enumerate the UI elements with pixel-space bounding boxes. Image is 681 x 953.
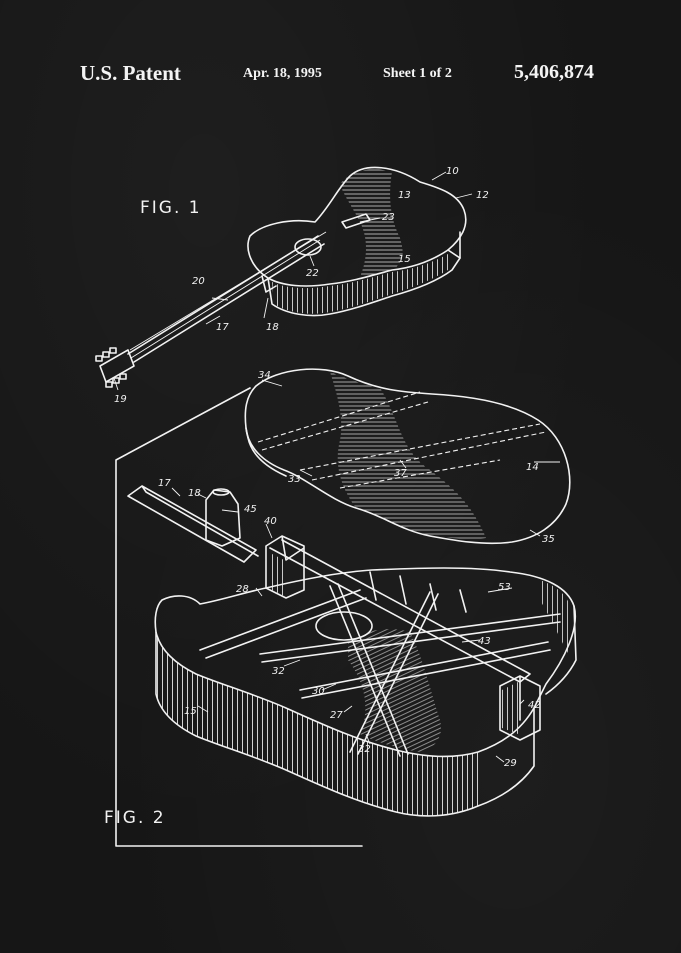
fig2-ref-35: 35 bbox=[542, 534, 555, 545]
fig2-ref-33: 33 bbox=[288, 474, 301, 485]
fig2-braces bbox=[199, 571, 561, 757]
patent-sheet: Sheet 1 of 2 bbox=[383, 66, 452, 81]
patent-date: Apr. 18, 1995 bbox=[243, 66, 322, 81]
fig2-label: FIG. 2 bbox=[104, 808, 166, 828]
fig2-leader-lines bbox=[171, 379, 560, 763]
fig2-body-rim bbox=[154, 567, 576, 758]
fig2-soundboard-shading bbox=[330, 372, 486, 539]
fig2-ref-45: 45 bbox=[244, 504, 257, 515]
fig1-ref-22: 22 bbox=[306, 268, 319, 279]
fig2-ref-17: 17 bbox=[158, 478, 171, 489]
figure-1: FIG. 1 10 12 13 15 23 bbox=[95, 166, 489, 405]
fig2-ref-43: 43 bbox=[478, 636, 491, 647]
fig2-tail-hatch bbox=[502, 682, 518, 734]
fig1-body-shading bbox=[340, 169, 403, 277]
fig2-ref-32a: 32 bbox=[272, 666, 285, 677]
fig1-ref-13: 13 bbox=[398, 190, 411, 201]
fig2-frame-bracket bbox=[115, 387, 363, 847]
fig2-ref-32b: 32 bbox=[358, 744, 371, 755]
fig1-label: FIG. 1 bbox=[140, 198, 202, 218]
fig1-side-hatch bbox=[272, 254, 448, 314]
fig2-rim-hatch-right bbox=[540, 580, 572, 660]
fig1-ref-23: 23 bbox=[382, 212, 395, 223]
fig2-soundboard-edge bbox=[245, 427, 287, 477]
fig1-strings bbox=[129, 231, 327, 359]
fig2-heel-top bbox=[212, 488, 230, 496]
fig1-ref-15: 15 bbox=[398, 254, 411, 265]
fig1-body-side bbox=[267, 249, 461, 317]
patent-label: U.S. Patent bbox=[80, 61, 181, 85]
fig2-ref-30: 30 bbox=[312, 686, 325, 697]
fig1-ref-19: 19 bbox=[114, 394, 127, 405]
fig2-soundboard bbox=[244, 368, 571, 545]
fig2-back-shading bbox=[348, 629, 442, 752]
fig2-ref-28: 28 bbox=[236, 584, 249, 595]
fig2-ref-53: 53 bbox=[498, 582, 511, 593]
fig2-ref-34: 34 bbox=[258, 370, 271, 381]
fig2-ref-42: 42 bbox=[528, 700, 541, 711]
fig2-ref-29: 29 bbox=[504, 758, 517, 769]
fig2-tail-block bbox=[499, 675, 541, 741]
fig2-ref-14: 14 bbox=[526, 462, 539, 473]
fig2-soundhole bbox=[315, 611, 373, 641]
fig1-ref-10: 10 bbox=[446, 166, 459, 177]
patent-number: 5,406,874 bbox=[514, 61, 594, 83]
fig2-ref-27: 27 bbox=[330, 710, 343, 721]
fig2-rim-right-edge bbox=[545, 605, 577, 695]
fig1-body-top bbox=[247, 166, 467, 287]
fig2-ref-18: 18 bbox=[188, 488, 201, 499]
fig1-leader-lines bbox=[113, 171, 473, 391]
fig2-soundboard-braces bbox=[257, 391, 547, 489]
fig2-ref-37: 37 bbox=[394, 468, 407, 479]
fig2-ref-15: 15 bbox=[184, 706, 197, 717]
fig1-ref-17: 17 bbox=[216, 322, 229, 333]
fig2-heel-block bbox=[205, 489, 241, 547]
fig1-soundhole bbox=[294, 238, 322, 256]
fig1-ref-18: 18 bbox=[266, 322, 279, 333]
fig1-ref-20: 20 bbox=[192, 276, 205, 287]
fig2-rim-bottom bbox=[155, 631, 535, 817]
fig1-ref-12: 12 bbox=[476, 190, 489, 201]
fig2-rim-hatch-front bbox=[156, 632, 478, 816]
fig2-ref-40: 40 bbox=[264, 516, 277, 527]
figure-2: FIG. 2 34 1 bbox=[104, 368, 577, 847]
